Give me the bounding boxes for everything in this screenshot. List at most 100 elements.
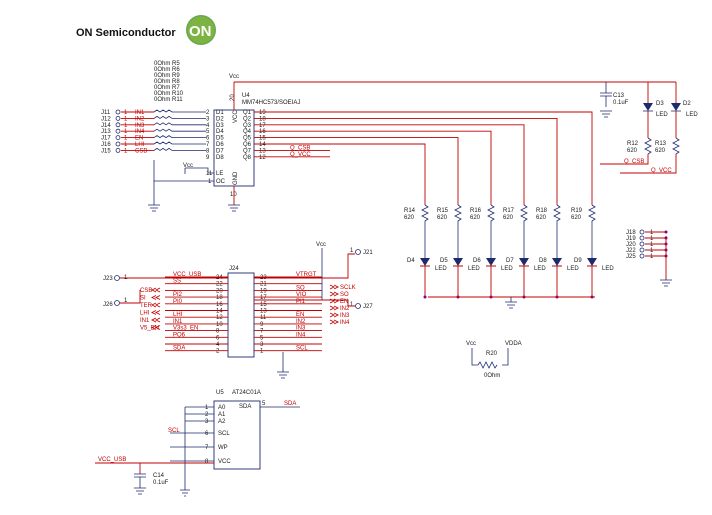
port-arrow-icon (150, 287, 161, 293)
led-cathode (420, 265, 430, 297)
u4-output-wire (254, 111, 593, 205)
u4-output-net: Q_VCC (290, 152, 311, 158)
series-resistor (153, 128, 206, 132)
led-resistor-ref: R17 (503, 208, 515, 214)
jumper-pin (115, 128, 121, 134)
r20-ref: R20 (486, 351, 498, 357)
u5-vcc-net: VCC_USB (98, 457, 126, 463)
j24-right-net: SCL (296, 346, 308, 352)
led-cathode (453, 265, 463, 297)
c13-val: 0.1uF (613, 100, 629, 106)
j24-right-net: SO (296, 285, 305, 291)
j24-left-net: PI0 (173, 299, 183, 305)
led-cathode (519, 265, 529, 297)
u4-oc-num: 1 (208, 179, 212, 185)
c14-ref: C14 (153, 473, 165, 479)
led-resistor-ref: R19 (571, 208, 583, 214)
j24-left-pin: 10 (216, 322, 223, 328)
led-resistor-val: 620 (503, 215, 514, 221)
u4-right-pin-num: 18 (259, 116, 266, 122)
jumper-net: LHI (135, 142, 145, 148)
led-resistor-ref: R14 (404, 208, 416, 214)
port-arrow-icon (329, 319, 340, 325)
port-arrow-icon (150, 325, 161, 330)
led-array: R14620D4LEDR15620D5LEDR16620D6LEDR17620D… (404, 204, 614, 299)
j21-ref: J21 (363, 250, 373, 256)
j24-left-port: V5_EN (140, 326, 159, 332)
u4-left-pin-name: D1 (216, 110, 224, 116)
d3-label: LED (656, 112, 668, 118)
u4-left-pin-num: 2 (206, 110, 210, 116)
led-ref: D6 (473, 258, 481, 264)
u4-left-pin-num: 3 (206, 116, 210, 122)
led-resistor-val: 620 (571, 215, 582, 221)
c13-ref: C13 (613, 93, 625, 99)
u5-pin-name: SCL (218, 431, 230, 437)
right-jumper-pin (639, 253, 645, 259)
led-resistor (487, 204, 495, 258)
jumper-ref: J14 (101, 123, 111, 129)
jumper-pin-num: 1 (124, 116, 128, 122)
right-jumper-ref: J22 (626, 248, 636, 254)
j24-right-net: IN2 (296, 319, 306, 325)
j24-right-port: IN3 (340, 313, 350, 319)
led-cathode (486, 265, 496, 297)
right-jumper-pin-num: 1 (650, 248, 654, 254)
logo-text: ON (189, 23, 212, 40)
port-arrow-icon (329, 305, 340, 311)
led-icon (420, 258, 430, 266)
right-jumper-pin-num: 1 (650, 242, 654, 248)
jumper-pin-num: 1 (124, 123, 128, 129)
u5-ref: U5 (216, 390, 224, 396)
r13-net: Q_VCC (651, 168, 672, 174)
j26-ref: J26 (103, 302, 113, 308)
u4-left-pin-num: 8 (206, 148, 210, 154)
j24-left-net: PO6 (173, 332, 186, 338)
j24-right-pin: 15 (260, 302, 267, 308)
right-jumper-pin (639, 241, 645, 247)
j23-j26-j21-j27: J23 1 J26 1 J21 1 J27 1 (103, 248, 373, 310)
u4-gnd-symbol (148, 204, 240, 212)
led-ref: D5 (440, 258, 448, 264)
j24-left-pin: 6 (216, 335, 220, 341)
j24-right-pin: 3 (260, 342, 264, 348)
jumper-pin-num: 1 (124, 110, 128, 116)
u5-scl-net: SCL (168, 428, 180, 434)
series-resistor (153, 115, 206, 119)
j24-right-net: IN3 (296, 326, 306, 332)
j21-pin: 1 (350, 248, 354, 254)
u4-right-pin-name: Q4 (243, 129, 252, 135)
led-resistor-val: 620 (437, 215, 448, 221)
right-jumper-ref: J19 (626, 236, 636, 242)
u4-right-pin-name: Q7 (243, 148, 252, 154)
j24-right-port: IN2 (340, 306, 350, 312)
series-resistor-label: 0Ohm R11 (154, 97, 183, 103)
u5-pin-name: A2 (218, 419, 226, 425)
j24-right-pin: 5 (260, 335, 264, 341)
jumper-ref: J17 (101, 136, 111, 142)
j24-right-pin: 9 (260, 322, 264, 328)
u4-left-pin-num: 6 (206, 136, 210, 142)
j24-left-net: PI2 (173, 292, 183, 298)
jumper-net: CSB (135, 148, 147, 154)
u4-vcc-label: Vcc (229, 74, 239, 80)
j24-body (227, 272, 255, 358)
j24-right-pin: 21 (260, 282, 267, 288)
r13-ref: R13 (655, 141, 667, 147)
j24-right-pin: 19 (260, 288, 267, 294)
u4-oc-name: OC (216, 179, 226, 185)
j24-left-pin: 2 (216, 349, 220, 355)
j24-right-pin: 17 (260, 295, 267, 301)
right-jumper-pin-num: 1 (650, 230, 654, 236)
led-label: LED (534, 266, 546, 272)
d2-label: LED (686, 112, 698, 118)
j27-pin: 1 (350, 302, 354, 308)
